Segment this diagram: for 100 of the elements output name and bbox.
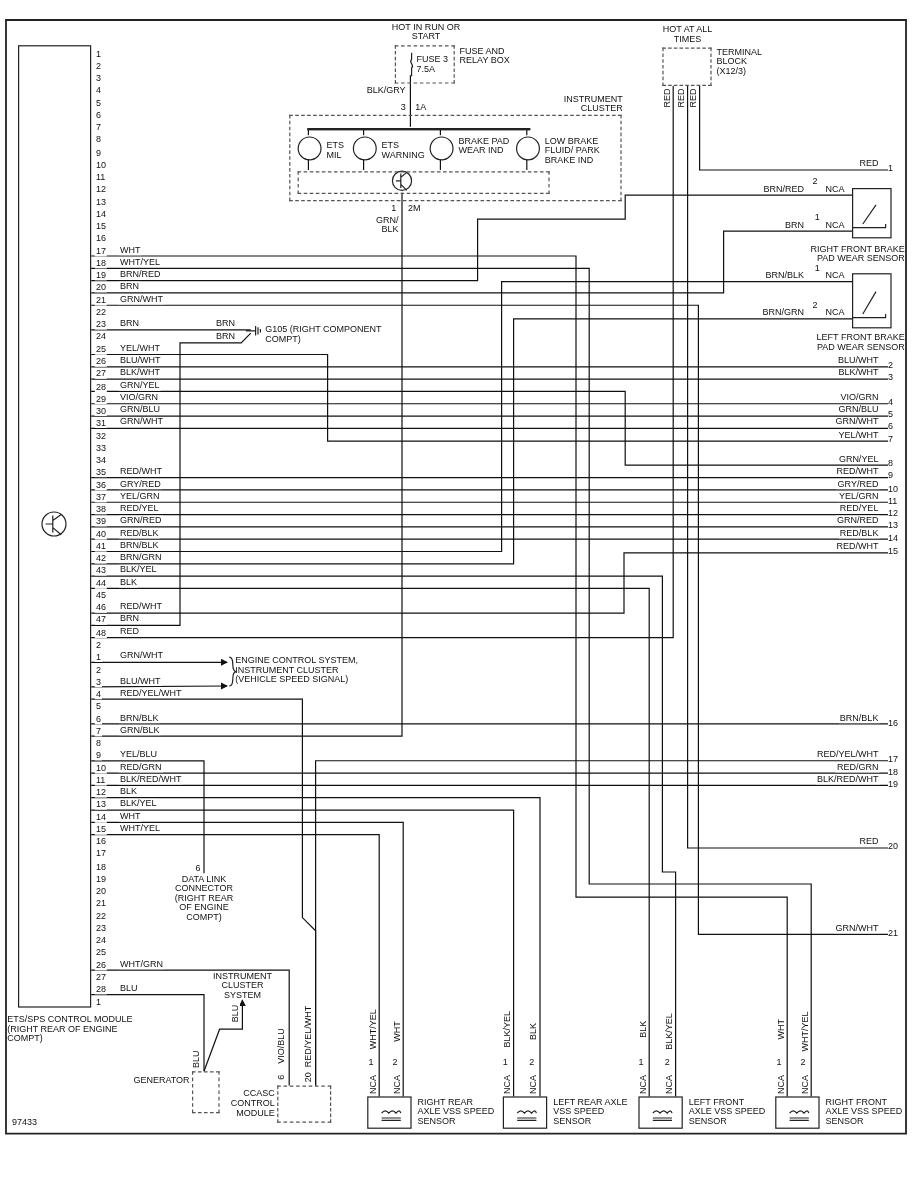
pin-number: 6 — [94, 714, 103, 724]
pin-number: 16 — [94, 234, 108, 244]
pin-number: 27 — [94, 972, 108, 983]
pin-number: 13 — [94, 800, 108, 811]
wire — [439, 158, 441, 171]
wire — [90, 772, 889, 774]
wire-color-code: WHT — [118, 245, 142, 255]
wire-color-code: RED — [118, 626, 141, 637]
page-reference-number: 6 — [888, 422, 894, 432]
pin-number: 11 — [94, 775, 107, 786]
wire-color-code: BLK/YEL — [118, 799, 158, 809]
component-label: FUSE AND RELAY BOX — [459, 46, 511, 66]
wire — [307, 128, 309, 136]
wire-color-code: WHT — [392, 1020, 402, 1044]
wire — [90, 281, 853, 553]
wire-color-code: GRN/YEL — [837, 454, 880, 464]
pin-number: 11 — [94, 172, 107, 183]
pin-number: 1 — [501, 1058, 509, 1068]
component-label: ETS/SPS CONTROL MODULE (RIGHT REAR OF ENGINE COMPT) — [7, 1014, 134, 1044]
wire-color-code: BLK/YEL — [664, 1012, 675, 1052]
pin-number: 25 — [94, 344, 108, 355]
page-reference-number: 17 — [888, 754, 899, 765]
wire — [90, 994, 205, 1072]
wire — [90, 304, 889, 935]
wire-color-code: YEL/WHT — [118, 343, 162, 354]
pin-number: 6 — [194, 863, 202, 874]
wire — [90, 760, 205, 874]
wire-color-code: BRN/BLK — [764, 270, 806, 281]
pin-number: 23 — [94, 320, 108, 330]
wire-color-code: BRN/RED — [762, 184, 806, 194]
pin-number: 12 — [94, 788, 108, 798]
wire-color-code: RED/YEL/WHT — [303, 1004, 314, 1069]
wire-color-code: RED/WHT — [835, 542, 880, 552]
wire-color-code: YEL/BLU — [118, 750, 159, 760]
pin-number: 34 — [94, 455, 108, 466]
wire-color-code: BRN — [783, 220, 806, 230]
wire-color-code: GRN/WHT — [834, 923, 880, 934]
wire-color-code: BRN — [214, 318, 237, 329]
pin-number: 1 — [367, 1058, 375, 1068]
pin-number: 1 — [775, 1058, 783, 1068]
wire-color-code: GRY/RED — [836, 479, 880, 489]
pin-number: 14 — [94, 209, 108, 220]
pin-number: 4 — [94, 86, 103, 96]
pin-number: 2 — [528, 1058, 536, 1068]
wire-color-code: GRN/BLU — [118, 405, 162, 415]
component-label: TERMINAL BLOCK (X12/3) — [716, 47, 763, 77]
pin-number: 47 — [94, 615, 108, 626]
component-label: BRAKE PAD WEAR IND — [458, 136, 511, 156]
pin-number: 3 — [94, 677, 103, 687]
wire-color-code: BRN/RED — [118, 269, 162, 280]
page-reference-number: 8 — [888, 459, 894, 469]
wire — [363, 128, 365, 136]
pin-number: 41 — [94, 541, 108, 552]
page-reference-number: 14 — [888, 533, 899, 543]
component-label: FUSE 3 7.5A — [416, 54, 449, 74]
wire — [90, 378, 889, 380]
connector-id: 2 — [94, 640, 103, 650]
connector-code: NCA — [824, 270, 846, 281]
pin-number: 8 — [94, 738, 103, 749]
pin-number: 32 — [94, 431, 108, 441]
pin-number: 5 — [94, 701, 103, 712]
pin-number: 14 — [94, 812, 108, 823]
page-reference-number: 21 — [888, 928, 899, 938]
pin-number: 48 — [94, 628, 108, 638]
connector-code: NCA — [824, 308, 846, 318]
component-label: RIGHT REAR AXLE VSS SPEED SENSOR — [417, 1097, 496, 1127]
wire — [90, 192, 403, 737]
component-label: CCASC CONTROL MODULE — [229, 1089, 275, 1118]
pin-number: 27 — [94, 369, 108, 380]
wire-color-code: BLK/WHT — [837, 368, 880, 378]
wire-color-code: BLK/RED/WHT — [815, 774, 880, 785]
wire-color-code: RED/GRN — [835, 762, 880, 772]
pin-number: 9 — [94, 751, 103, 761]
pin-number: 17 — [94, 246, 108, 256]
wire-color-code: YEL/GRN — [118, 491, 161, 502]
component-label: LEFT REAR AXLE VSS SPEED SENSOR — [553, 1097, 629, 1127]
wire-color-code: RED/BLK — [838, 528, 880, 538]
connector-code: NCA — [529, 1073, 539, 1096]
component-label: LOW BRAKE FLUID/ PARK BRAKE IND — [544, 136, 601, 166]
pin-number: 35 — [94, 468, 108, 478]
connector-code: NCA — [502, 1073, 513, 1096]
pin-number: 1 — [813, 213, 821, 223]
pin-number: 20 — [94, 886, 108, 897]
wire-color-code: GRN/ BLK — [373, 215, 400, 235]
pin-number: 1 — [390, 203, 398, 214]
page-reference-number: 19 — [888, 779, 899, 789]
wire-color-code: RED/WHT — [118, 466, 164, 477]
wire — [90, 784, 889, 786]
wire-color-code: RED/WHT — [118, 602, 164, 612]
pin-number: 38 — [94, 504, 108, 515]
component-label: INSTRUMENT CLUSTER SYSTEM — [211, 971, 273, 1001]
page-reference-number: 18 — [888, 767, 899, 777]
pin-number: 10 — [94, 763, 108, 774]
arrow — [203, 999, 246, 1072]
wire — [90, 194, 853, 282]
wire — [526, 128, 528, 136]
pin-number: 2 — [391, 1058, 399, 1068]
connector-code: NCA — [824, 184, 846, 194]
wire-color-code: RED/GRN — [118, 762, 163, 772]
connector-code: NCA — [776, 1073, 786, 1096]
